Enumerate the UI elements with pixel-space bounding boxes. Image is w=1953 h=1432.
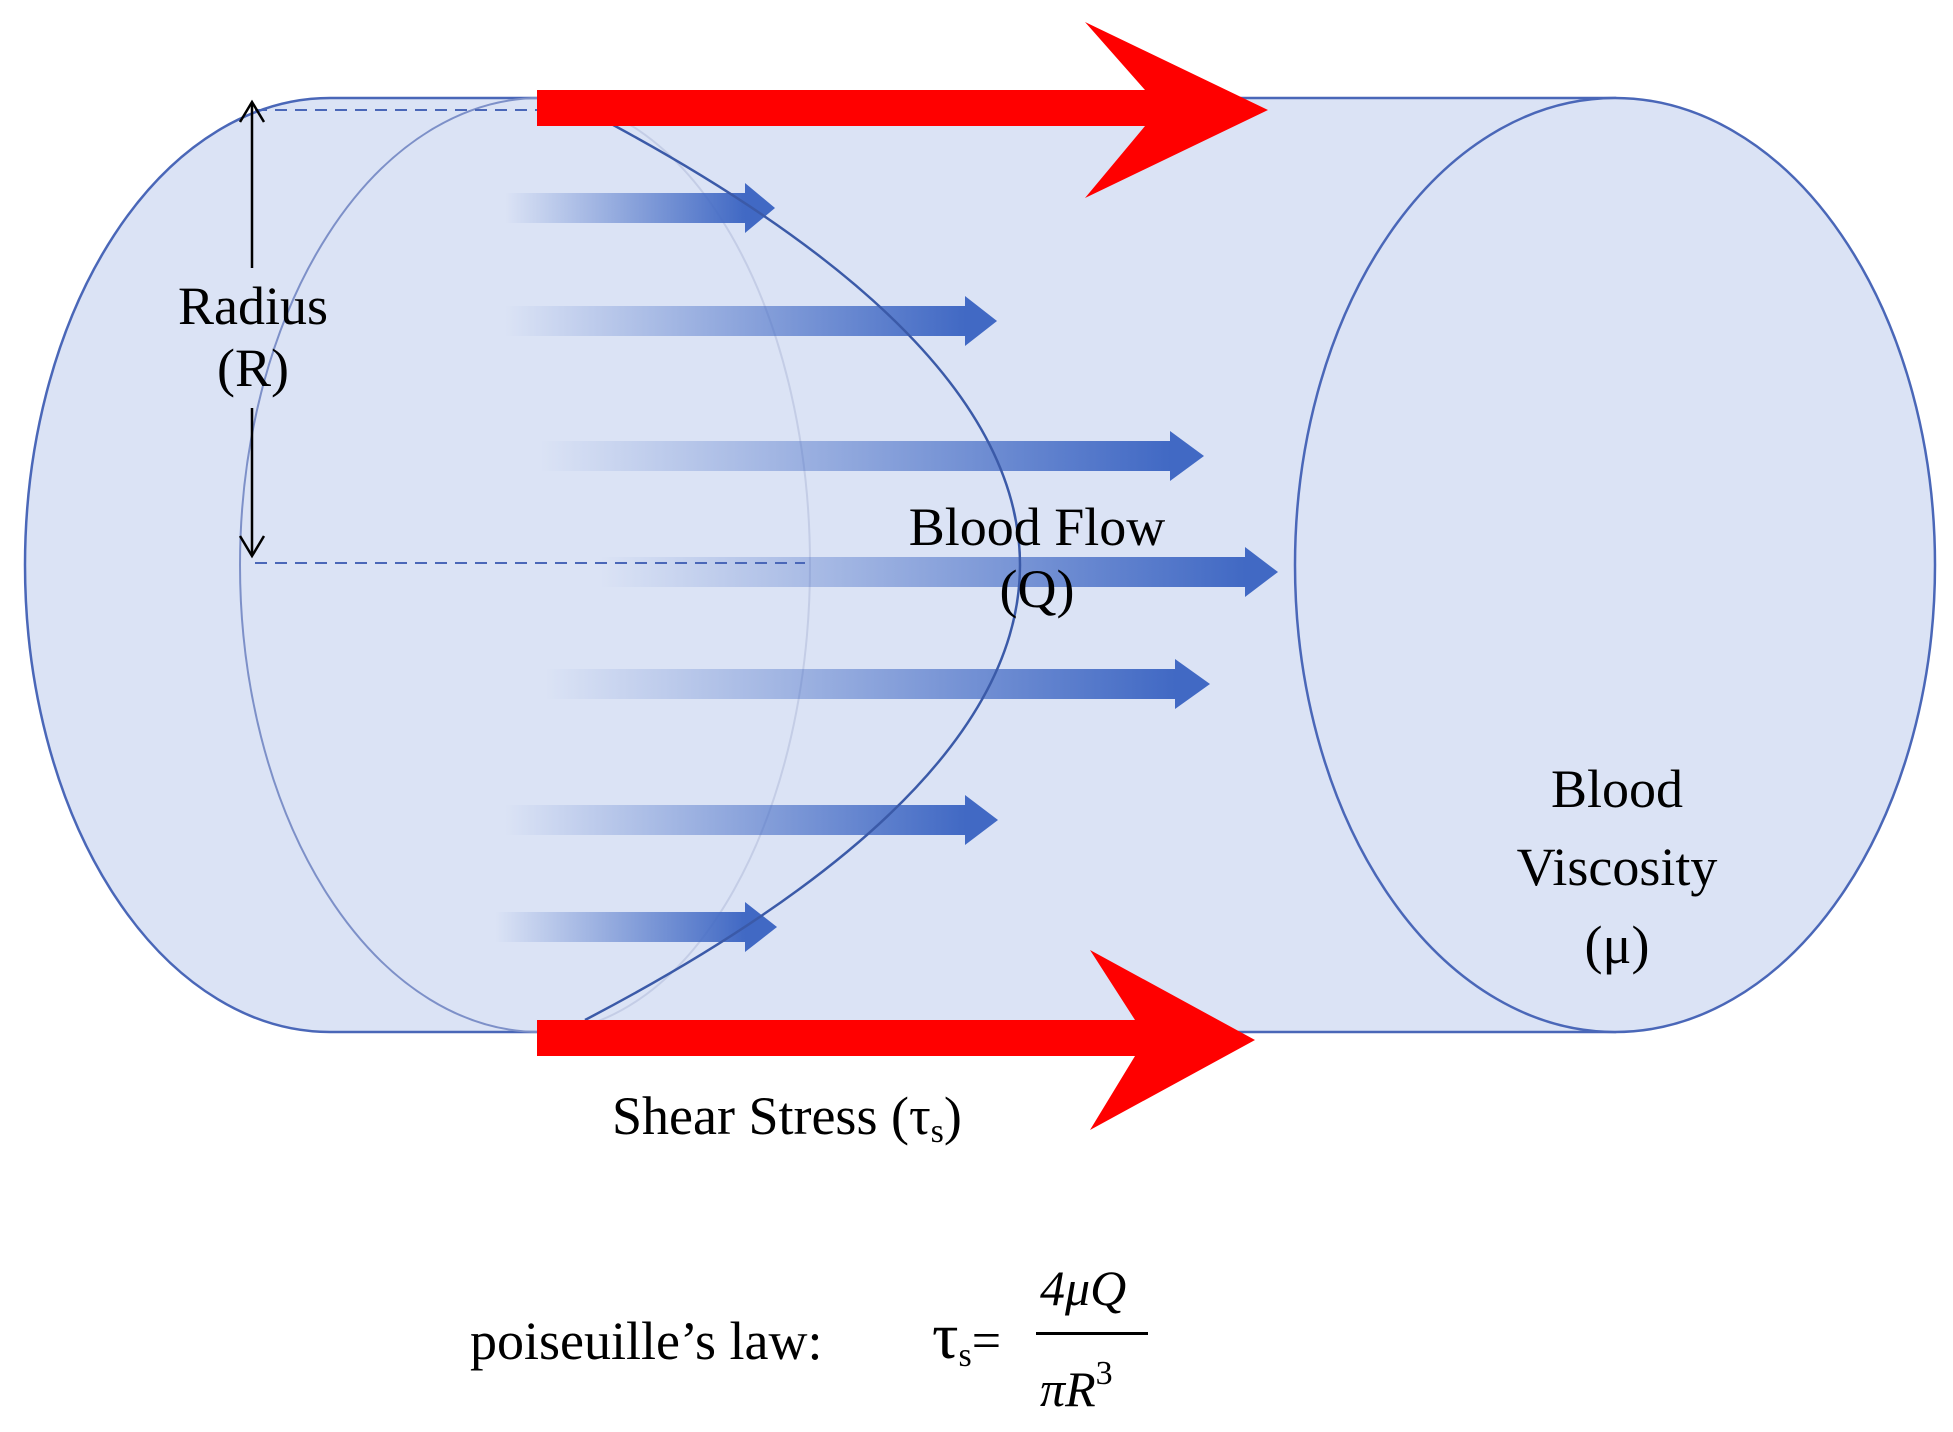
shear-stress-label: Shear Stress (τs) [612, 1085, 962, 1163]
velocity-arrow-5 [545, 659, 1210, 709]
blood-flow-line1: Blood Flow [908, 497, 1166, 557]
velocity-arrow-6 [505, 795, 998, 845]
blood-flow-line2: (Q) [999, 559, 1075, 619]
formula-den-pi: π [1040, 1361, 1066, 1417]
velocity-arrow-2 [505, 296, 997, 346]
blood-flow-label: Blood Flow (Q) [909, 496, 1166, 620]
formula-numerator: 4μQ [1040, 1260, 1126, 1316]
shear-arrow-bottom [537, 950, 1255, 1130]
formula-prefix: poiseuille’s law: [470, 1311, 823, 1371]
velocity-arrow-7 [495, 902, 777, 952]
cross-section-front [239, 97, 541, 1033]
formula-tau-sub: s [958, 1337, 972, 1374]
formula-num-coef: 4 [1040, 1260, 1065, 1316]
velocity-arrow-1 [505, 183, 775, 233]
viscosity-label: Blood Viscosity (μ) [1517, 750, 1718, 984]
shear-stress-text: Shear Stress (τ [612, 1086, 931, 1146]
formula-fraction-bar [1036, 1332, 1148, 1335]
radius-label-line1: Radius [177, 276, 329, 336]
formula-equals: = [971, 1313, 1002, 1370]
velocity-arrows [495, 183, 1278, 952]
radius-label: Radius (R) [178, 275, 328, 399]
vessel-end-cap [1293, 96, 1937, 1034]
viscosity-line3: (μ) [1584, 915, 1650, 975]
formula-denominator: πR3 [1040, 1346, 1113, 1417]
radius-arrow [238, 99, 266, 559]
viscosity-line1: Blood [1550, 759, 1684, 819]
formula-lhs: τs= [932, 1300, 1001, 1393]
formula-num-mu: μ [1065, 1260, 1091, 1316]
formula-den-r: R [1065, 1361, 1096, 1417]
formula-tau: τ [932, 1300, 959, 1373]
radius-label-line2: (R) [217, 338, 289, 398]
velocity-profile-curve [584, 108, 1021, 1022]
shear-stress-close: ) [943, 1086, 962, 1146]
velocity-arrow-4 [600, 547, 1278, 597]
velocity-arrow-3 [540, 431, 1204, 481]
shear-stress-sub: s [930, 1113, 944, 1150]
formula-num-q: Q [1090, 1260, 1127, 1316]
viscosity-line2: Viscosity [1516, 837, 1718, 897]
formula-den-exp: 3 [1095, 1355, 1113, 1392]
shear-arrow-top [537, 22, 1268, 198]
